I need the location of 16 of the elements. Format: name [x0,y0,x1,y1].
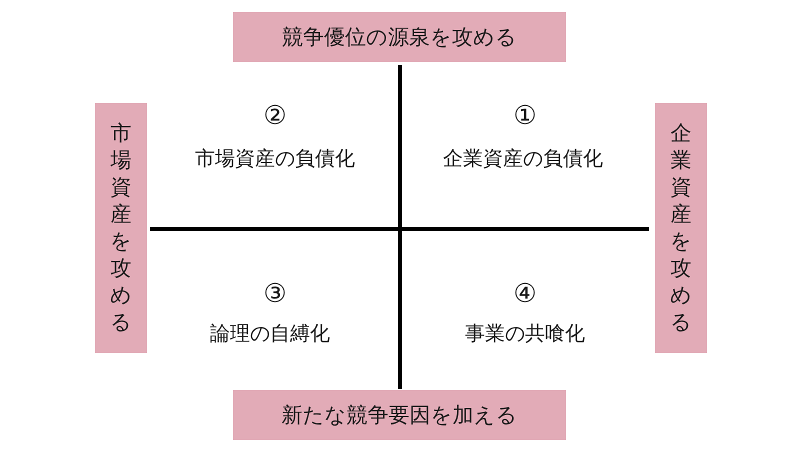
quadrant-label: 企業資産の負債化 [443,146,603,170]
quadrant-label: 市場資産の負債化 [195,146,355,170]
axis-label: 競争優位の源泉を攻める [282,24,517,51]
circled-number: ③ [263,280,287,308]
axis-label-box [95,103,147,353]
circled-number: ① [513,102,537,130]
circled-number: ④ [513,280,537,308]
axis-label: 新たな競争要因を加える [282,402,518,429]
axis-label-box [233,390,566,440]
axis-label-box [233,12,566,62]
circled-number: ② [263,102,287,130]
axis-label: 市場資産を攻める [109,120,133,336]
axis-label: 企業資産を攻める [669,120,693,336]
quadrant-label: 論理の自縛化 [210,321,330,345]
axis-label-box [655,103,707,353]
quadrant-label: 事業の共喰化 [465,321,585,345]
